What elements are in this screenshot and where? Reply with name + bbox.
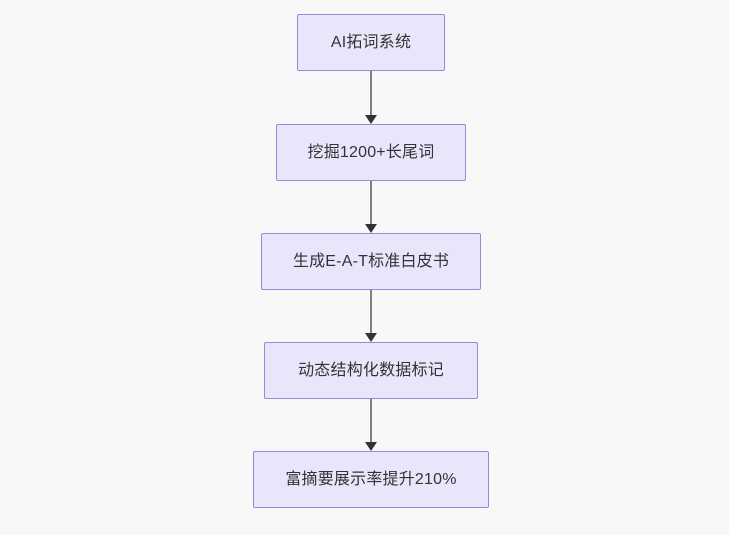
flow-node-generate-eat-whitepaper[interactable]: 生成E-A-T标准白皮书 bbox=[261, 233, 481, 290]
arrow-head-icon bbox=[365, 224, 377, 233]
connector-line bbox=[370, 181, 372, 224]
connector-line bbox=[370, 290, 372, 333]
flow-node-ai-keyword-system[interactable]: AI拓词系统 bbox=[297, 14, 445, 71]
connector-line bbox=[370, 399, 372, 442]
connector-node4-node5 bbox=[365, 399, 377, 451]
arrow-head-icon bbox=[365, 333, 377, 342]
connector-node2-node3 bbox=[365, 181, 377, 233]
flow-node-label: AI拓词系统 bbox=[330, 33, 412, 51]
connector-node1-node2 bbox=[365, 71, 377, 124]
flow-node-dynamic-structured-data-markup[interactable]: 动态结构化数据标记 bbox=[264, 342, 478, 399]
flow-node-label: 动态结构化数据标记 bbox=[298, 361, 444, 379]
flow-node-label: 富摘要展示率提升210% bbox=[285, 470, 457, 488]
flow-node-mine-longtail-keywords[interactable]: 挖掘1200+长尾词 bbox=[276, 124, 466, 181]
arrow-head-icon bbox=[365, 115, 377, 124]
connector-node3-node4 bbox=[365, 290, 377, 342]
flow-node-label: 生成E-A-T标准白皮书 bbox=[292, 252, 450, 270]
flow-node-label: 挖掘1200+长尾词 bbox=[307, 143, 435, 161]
arrow-head-icon bbox=[365, 442, 377, 451]
connector-line bbox=[370, 71, 372, 115]
flow-node-rich-snippet-rate-increase[interactable]: 富摘要展示率提升210% bbox=[253, 451, 489, 508]
